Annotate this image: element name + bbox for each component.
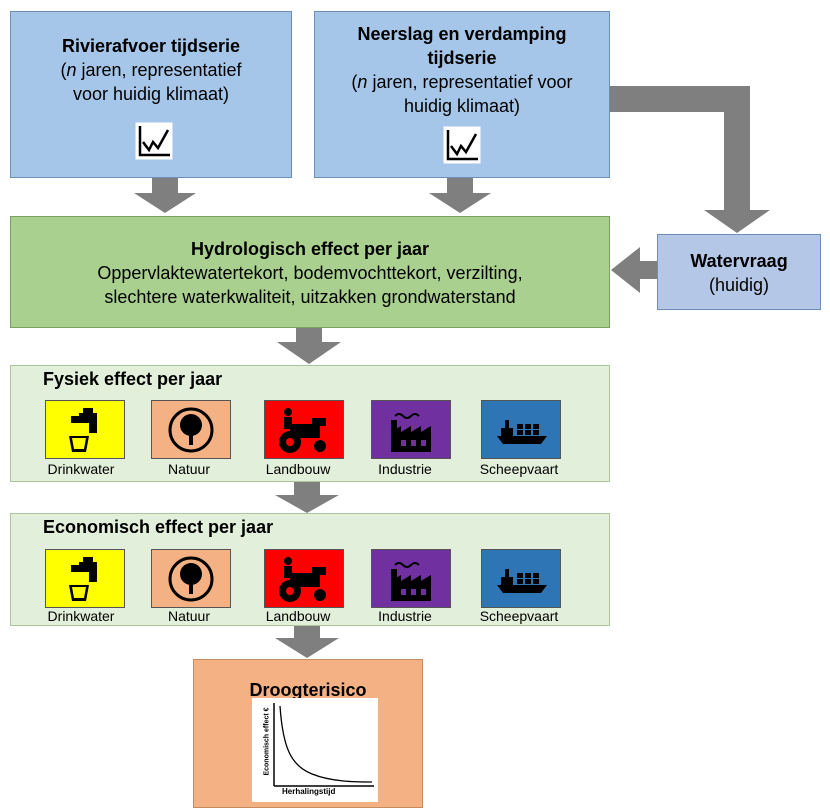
precip-line4: huidig klimaat) — [403, 96, 521, 116]
economic-title: Economisch effect per jaar — [43, 517, 274, 537]
precip-line3: (n jaren, representatief voor — [351, 72, 573, 92]
economic-label-scheepvaart: Scheepvaart — [479, 608, 559, 624]
economic-tile-industrie — [371, 549, 451, 608]
economic-label-industrie: Industrie — [378, 608, 432, 624]
arrow-down-icon — [275, 482, 339, 513]
hydro-line2: slechtere waterkwaliteit, uitzakken gron… — [104, 287, 516, 307]
timeseries-chart-icon — [135, 122, 173, 160]
demand-sub: (huidig) — [708, 275, 770, 295]
physical-tile-industrie — [371, 400, 451, 459]
factory-icon — [381, 553, 441, 610]
demand-title: Watervraag — [690, 251, 788, 271]
arrow-down-icon — [275, 625, 339, 658]
river-discharge-box: Rivierafvoer tijdserie (n jaren, represe… — [10, 11, 292, 178]
physical-tile-scheepvaart — [481, 400, 561, 459]
tree-icon — [161, 404, 221, 461]
timeseries-chart-icon — [443, 126, 481, 164]
precip-title-1: Neerslag en verdamping — [357, 24, 567, 44]
precipitation-box: Neerslag en verdamping tijdserie (n jare… — [314, 11, 610, 178]
economic-label-drinkwater: Drinkwater — [47, 608, 115, 624]
risk-xlabel: Herhalingstijd — [282, 787, 336, 796]
physical-tile-landbouw — [264, 400, 344, 459]
economic-label-natuur: Natuur — [167, 608, 211, 624]
tap-icon — [55, 404, 115, 461]
economic-tile-drinkwater — [45, 549, 125, 608]
physical-label-drinkwater: Drinkwater — [47, 461, 115, 477]
river-line2: (n jaren, representatief — [60, 60, 242, 80]
hydro-title: Hydrologisch effect per jaar — [190, 239, 430, 259]
physical-label-landbouw: Landbouw — [265, 461, 331, 477]
drought-risk-box: Droogterisico Herhalingstijd Economisch … — [193, 659, 423, 808]
tap-icon — [55, 553, 115, 610]
hydro-line1: Oppervlaktewatertekort, bodemvochttekort… — [97, 263, 523, 283]
ship-icon — [491, 553, 551, 610]
physical-label-natuur: Natuur — [167, 461, 211, 477]
risk-curve-chart: Herhalingstijd Economisch effect € — [252, 698, 378, 802]
arrow-elbow-icon — [610, 86, 770, 233]
arrow-left-icon — [611, 247, 657, 293]
physical-label-industrie: Industrie — [378, 461, 432, 477]
river-line3: voor huidig klimaat) — [72, 84, 230, 104]
economic-label-landbouw: Landbouw — [265, 608, 331, 624]
economic-tile-scheepvaart — [481, 549, 561, 608]
physical-label-scheepvaart: Scheepvaart — [479, 461, 559, 477]
factory-icon — [381, 404, 441, 461]
arrow-down-icon — [429, 178, 491, 213]
water-demand-box: Watervraag (huidig) — [657, 234, 821, 310]
economic-tile-natuur — [151, 549, 231, 608]
arrow-down-icon — [134, 178, 196, 213]
economic-tile-landbouw — [264, 549, 344, 608]
physical-tile-natuur — [151, 400, 231, 459]
river-title: Rivierafvoer tijdserie — [61, 36, 241, 56]
precip-title-2: tijdserie — [427, 48, 497, 68]
physical-title: Fysiek effect per jaar — [43, 369, 223, 389]
tree-icon — [161, 553, 221, 610]
risk-ylabel: Economisch effect € — [263, 707, 271, 776]
ship-icon — [491, 404, 551, 461]
hydrological-effect-box: Hydrologisch effect per jaar Oppervlakte… — [10, 216, 610, 328]
risk-title: Droogterisico — [249, 680, 367, 700]
tractor-icon — [274, 553, 334, 610]
physical-tile-drinkwater — [45, 400, 125, 459]
arrow-down-icon — [277, 328, 341, 364]
tractor-icon — [274, 404, 334, 461]
